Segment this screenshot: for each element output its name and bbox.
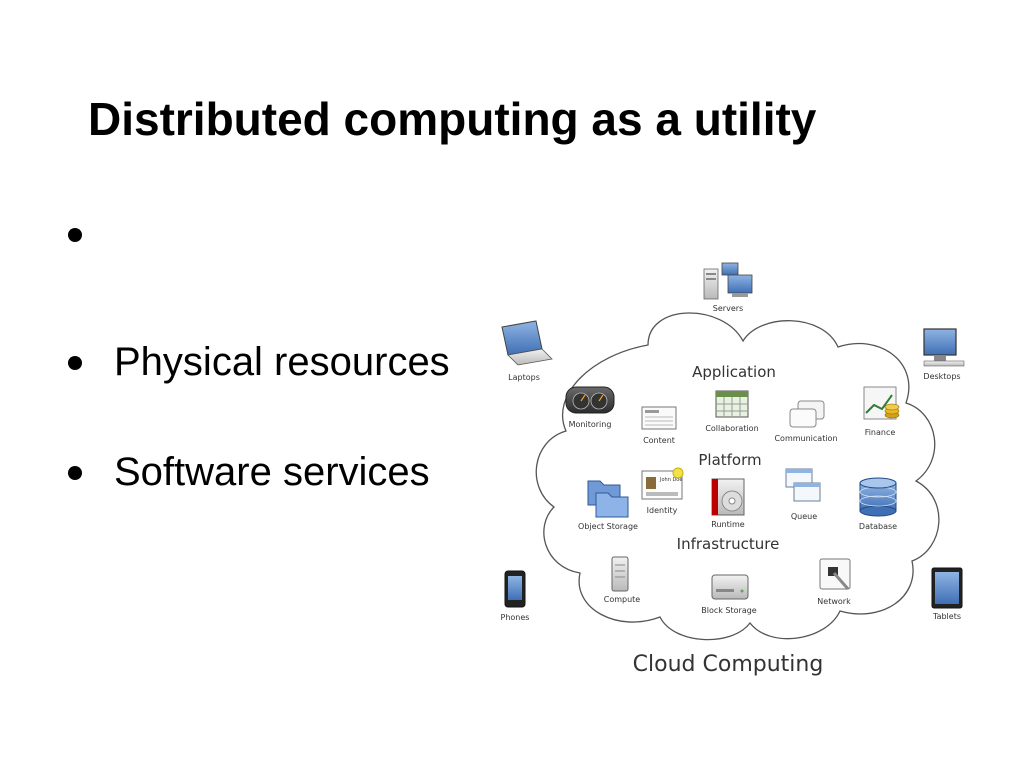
layer-label-infrastructure: Infrastructure xyxy=(677,535,780,553)
newspaper-icon xyxy=(641,406,677,430)
finance-label: Finance xyxy=(865,428,896,437)
object-storage-label: Object Storage xyxy=(578,522,638,531)
phone-icon xyxy=(504,570,526,608)
bullet-item-software-services: Software services xyxy=(68,450,430,495)
servers-icon xyxy=(703,262,753,300)
block-storage-label: Block Storage xyxy=(701,606,757,615)
monitoring-gauge-icon xyxy=(565,386,615,414)
collaboration-label: Collaboration xyxy=(705,424,758,433)
communication-label: Communication xyxy=(774,434,837,443)
bullet-item-physical-resources: Physical resources xyxy=(68,340,450,385)
phones-label: Phones xyxy=(501,613,530,622)
bullet-text: Software services xyxy=(114,450,430,494)
bullet-dot-icon xyxy=(68,465,82,480)
laptops-label: Laptops xyxy=(508,373,540,382)
folder-icon xyxy=(587,480,629,518)
desktops-label: Desktops xyxy=(923,372,960,381)
servers-label: Servers xyxy=(713,304,743,313)
id-card-text: John Doe xyxy=(659,477,682,483)
id-card-icon: John Doe xyxy=(641,467,684,500)
bullet-item-empty xyxy=(68,228,114,242)
content-label: Content xyxy=(643,436,675,445)
cloud-computing-diagram: Application Platform Infrastructure Clou… xyxy=(501,262,965,677)
bullet-dot-icon xyxy=(68,355,82,370)
calendar-icon xyxy=(715,390,749,418)
queue-windows-icon xyxy=(785,468,821,502)
runtime-label: Runtime xyxy=(711,520,744,529)
laptop-icon xyxy=(501,320,553,366)
database-icon xyxy=(859,477,897,517)
cloud-shape xyxy=(535,312,940,641)
database-label: Database xyxy=(859,522,897,531)
tablets-label: Tablets xyxy=(932,612,961,621)
layer-label-application: Application xyxy=(692,363,776,381)
finance-chart-icon xyxy=(863,386,900,420)
monitoring-label: Monitoring xyxy=(569,420,612,429)
speech-bubbles-icon xyxy=(789,400,825,428)
network-socket-icon xyxy=(819,558,851,590)
layer-label-platform: Platform xyxy=(698,451,761,469)
diagram-title: Cloud Computing xyxy=(633,652,824,677)
tablet-icon xyxy=(931,567,963,609)
runtime-disc-icon xyxy=(711,478,745,516)
network-label: Network xyxy=(817,597,851,606)
slide-title: Distributed computing as a utility xyxy=(88,93,817,145)
hard-drive-icon xyxy=(711,574,749,600)
bullet-dot-icon xyxy=(68,228,82,242)
compute-label: Compute xyxy=(604,595,641,604)
identity-label: Identity xyxy=(647,506,678,515)
queue-label: Queue xyxy=(791,512,817,521)
compute-server-icon xyxy=(611,556,629,592)
bullet-text: Physical resources xyxy=(114,340,450,384)
desktop-icon xyxy=(923,328,965,367)
